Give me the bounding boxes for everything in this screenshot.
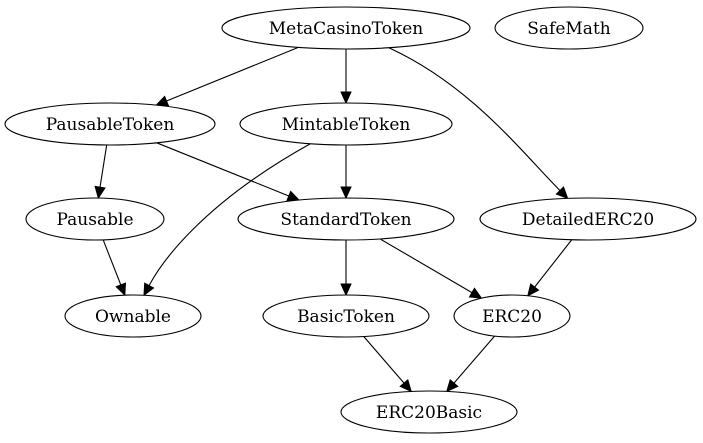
arrowhead-icon xyxy=(340,91,352,105)
edges-layer xyxy=(94,46,573,393)
node-meta-casino-token: MetaCasinoToken xyxy=(221,6,471,50)
node-pausable-token: PausableToken xyxy=(4,102,216,146)
edge-mintable-token-to-standard-token xyxy=(340,145,352,200)
edge-line xyxy=(363,336,405,384)
edge-detailed-erc20-to-erc20 xyxy=(527,239,573,297)
edge-line xyxy=(534,239,573,288)
node-ellipse xyxy=(494,6,644,50)
arrowhead-icon xyxy=(445,378,459,393)
edge-line xyxy=(379,238,473,294)
node-safe-math: SafeMath xyxy=(494,6,644,50)
node-label: PausableToken xyxy=(46,115,175,135)
node-label: Ownable xyxy=(95,307,171,327)
node-ellipse xyxy=(340,390,518,434)
node-ellipse xyxy=(479,197,697,241)
edge-line xyxy=(453,335,496,384)
node-ellipse xyxy=(4,102,216,146)
edge-standard-token-to-erc20 xyxy=(379,238,483,299)
node-mintable-token: MintableToken xyxy=(239,102,453,146)
edge-pausable-to-ownable xyxy=(102,239,127,297)
edge-pausable-token-to-pausable xyxy=(94,144,108,200)
node-label: BasicToken xyxy=(297,307,395,327)
node-ellipse xyxy=(25,197,165,241)
node-erc20: ERC20 xyxy=(453,294,571,338)
node-label: DetailedERC20 xyxy=(522,210,654,230)
edge-erc20-to-erc20-basic xyxy=(445,335,496,393)
arrowhead-icon xyxy=(155,95,170,107)
edge-line xyxy=(166,46,299,102)
arrowhead-icon xyxy=(527,283,540,297)
edge-basic-token-to-erc20-basic xyxy=(363,336,413,393)
node-ellipse xyxy=(237,197,455,241)
edge-line xyxy=(99,144,108,188)
arrowhead-icon xyxy=(286,190,301,202)
node-ellipse xyxy=(221,6,471,50)
arrowhead-icon xyxy=(399,378,413,393)
edge-line xyxy=(148,143,311,286)
node-label: MintableToken xyxy=(282,115,411,135)
node-ellipse xyxy=(239,102,453,146)
edge-line xyxy=(388,47,561,191)
node-label: SafeMath xyxy=(527,19,611,39)
arrowhead-icon xyxy=(340,186,352,200)
arrowhead-icon xyxy=(143,282,155,297)
edge-mintable-token-to-ownable xyxy=(143,143,311,297)
node-ellipse xyxy=(453,294,571,338)
node-detailed-erc20: DetailedERC20 xyxy=(479,197,697,241)
node-label: ERC20Basic xyxy=(376,403,482,423)
edge-pausable-token-to-standard-token xyxy=(156,142,301,202)
arrowhead-icon xyxy=(468,287,483,299)
arrowhead-icon xyxy=(115,282,127,297)
arrowhead-icon xyxy=(340,283,352,297)
edge-meta-casino-token-to-pausable-token xyxy=(155,46,299,107)
edge-line xyxy=(156,142,290,197)
node-label: ERC20 xyxy=(482,307,542,327)
edge-line xyxy=(102,239,122,286)
edge-meta-casino-token-to-mintable-token xyxy=(340,49,352,105)
arrowhead-icon xyxy=(94,185,106,200)
node-label: StandardToken xyxy=(280,210,411,230)
node-pausable: Pausable xyxy=(25,197,165,241)
node-standard-token: StandardToken xyxy=(237,197,455,241)
edge-standard-token-to-basic-token xyxy=(340,240,352,297)
node-label: Pausable xyxy=(57,210,134,230)
node-erc20-basic: ERC20Basic xyxy=(340,390,518,434)
node-ellipse xyxy=(64,294,202,338)
node-ownable: Ownable xyxy=(64,294,202,338)
edge-meta-casino-token-to-detailed-erc20 xyxy=(388,47,569,200)
arrowhead-icon xyxy=(555,186,569,200)
node-basic-token: BasicToken xyxy=(262,294,430,338)
node-ellipse xyxy=(262,294,430,338)
node-label: MetaCasinoToken xyxy=(269,19,424,39)
